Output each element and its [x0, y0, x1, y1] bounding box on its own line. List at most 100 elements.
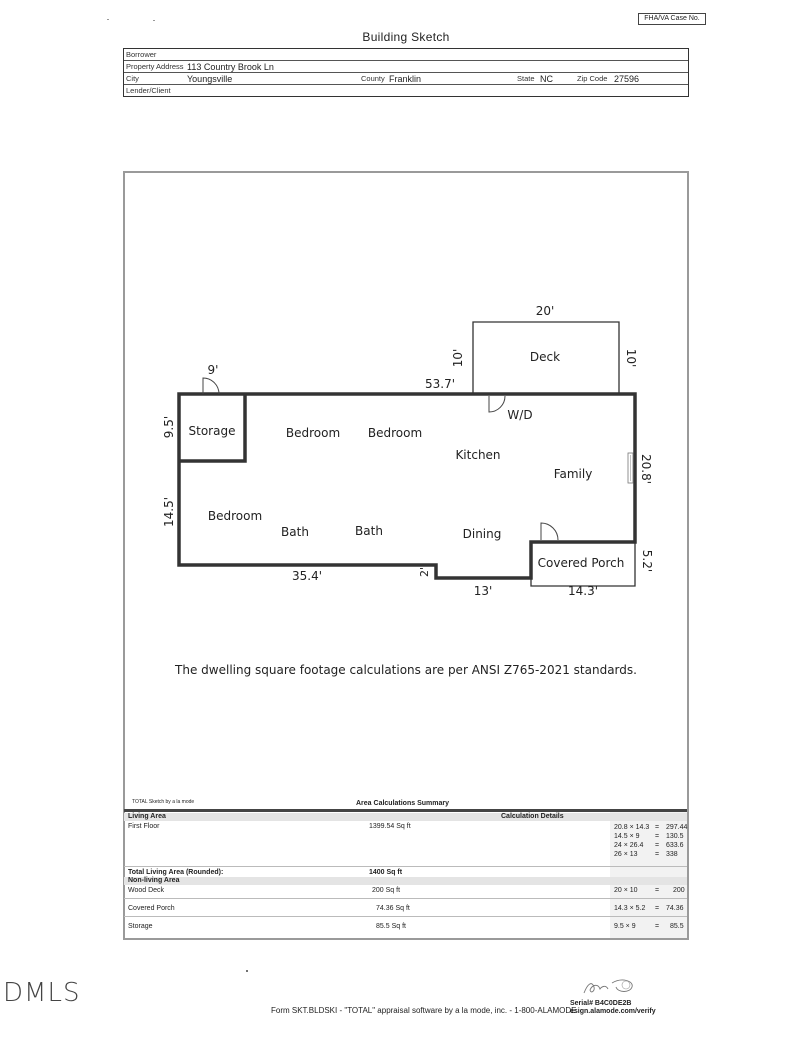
room-bath-1: Bath	[281, 525, 309, 539]
dim-main-top: 53.7'	[425, 377, 455, 391]
verify-url: esign.alamode.com/verify	[570, 1008, 656, 1015]
dim-porch-bottom: 14.3'	[568, 584, 598, 598]
calc-eq: =	[655, 824, 660, 831]
calc-expr: 20.8 × 14.3	[614, 824, 650, 831]
mls-watermark: DMLS	[3, 978, 81, 1008]
county-value: Franklin	[389, 74, 422, 84]
non-living-label: Non-living Area	[128, 877, 180, 884]
calc-details-label: Calculation Details	[501, 813, 564, 820]
wood-deck-label: Wood Deck	[128, 887, 165, 894]
calc-expr: 9.5 × 9	[614, 923, 636, 930]
county-label: County	[361, 74, 385, 83]
calc-value: 200	[673, 887, 685, 894]
dim-porch-right: 5.2'	[640, 550, 654, 572]
calc-value: 85.5	[670, 923, 684, 930]
address-value: 113 Country Brook Ln	[187, 62, 274, 72]
calc-eq: =	[655, 851, 660, 858]
calc-expr: 26 × 13	[614, 851, 638, 858]
room-deck: Deck	[530, 350, 560, 364]
calc-eq: =	[655, 905, 660, 912]
dim-deck-top: 20'	[536, 304, 555, 318]
fha-va-case-box: FHA/VA Case No.	[638, 13, 706, 25]
address-row: Property Address 113 Country Brook Ln	[124, 61, 688, 73]
calc-expr: 20 × 10	[614, 887, 638, 894]
calc-value: 74.36	[666, 905, 684, 912]
dim-storage-top: 9'	[208, 363, 219, 377]
calc-eq: =	[655, 887, 660, 894]
zip-label: Zip Code	[577, 74, 608, 83]
page-title: Building Sketch	[362, 30, 450, 44]
case-label: FHA/VA Case No.	[644, 15, 700, 22]
room-dining: Dining	[463, 527, 502, 541]
calc-eq: =	[655, 842, 660, 849]
covered-porch-area: 74.36 Sq ft	[376, 905, 410, 912]
serial-block: Serial# B4C0DE2B esign.alamode.com/verif…	[570, 1000, 656, 1016]
calc-value: 633.6	[666, 842, 684, 849]
dwelling-outline	[177, 392, 637, 580]
dim-main-left: 14.5'	[162, 497, 176, 527]
form-footer: Form SKT.BLDSKI - "TOTAL" appraisal soft…	[271, 1006, 577, 1015]
room-wd: W/D	[507, 408, 532, 422]
lender-row: Lender/Client	[124, 85, 688, 97]
borrower-row: Borrower	[124, 49, 688, 61]
calc-eq: =	[655, 923, 660, 930]
calc-expr: 14.5 × 9	[614, 833, 640, 840]
storage-area: 85.5 Sq ft	[376, 923, 406, 930]
calc-value: 297.44	[666, 824, 688, 831]
borrower-label: Borrower	[126, 50, 157, 59]
room-family: Family	[554, 467, 593, 481]
room-covered-porch: Covered Porch	[538, 556, 625, 570]
sketch-credit: TOTAL Sketch by a la mode	[132, 799, 195, 805]
calc-expr: 14.3 × 5.2	[614, 905, 646, 912]
porch-outline	[530, 542, 636, 587]
ansi-note: The dwelling square footage calculations…	[175, 663, 637, 677]
calc-value: 338	[666, 851, 678, 858]
summary-title: Area Calculations Summary	[356, 800, 449, 807]
room-bedroom-2: Bedroom	[368, 426, 422, 440]
sketch-frame	[123, 171, 689, 940]
summary-divider	[124, 809, 687, 812]
wd-door-icon	[488, 395, 506, 413]
total-living-value: 1400 Sq ft	[369, 869, 403, 876]
room-bath-2: Bath	[355, 524, 383, 538]
storage-door-icon	[202, 377, 220, 395]
zip-value: 27596	[614, 74, 640, 84]
city-label: City	[126, 74, 139, 83]
deck-outline	[472, 321, 620, 394]
city-row: City Youngsville County Franklin State N…	[124, 73, 688, 85]
living-area-header: Living Area	[124, 813, 687, 821]
dim-bottom-mid: 13'	[474, 584, 493, 598]
storage-walls	[179, 394, 247, 463]
address-label: Property Address	[126, 62, 184, 71]
state-label: State	[517, 74, 535, 83]
subject-info-table: Borrower Property Address 113 Country Br…	[123, 48, 689, 97]
lender-label: Lender/Client	[126, 86, 171, 95]
first-floor-area: 1399.54 Sq ft	[369, 823, 411, 830]
calc-value: 130.5	[666, 833, 684, 840]
first-floor-label: First Floor	[128, 823, 160, 830]
storage-label: Storage	[128, 923, 153, 930]
calc-expr: 24 × 26.4	[614, 842, 644, 849]
covered-porch-label: Covered Porch	[128, 905, 175, 912]
room-storage: Storage	[189, 424, 236, 438]
serial-number: Serial# B4C0DE2B	[570, 1000, 632, 1007]
dim-right-side: 20.8'	[639, 454, 653, 484]
living-area-label: Living Area	[128, 813, 166, 820]
signature-icon	[583, 979, 633, 994]
room-bedroom-1: Bedroom	[286, 426, 340, 440]
room-kitchen: Kitchen	[455, 448, 500, 462]
dim-deck-left: 10'	[451, 349, 465, 368]
total-living-label: Total Living Area (Rounded):	[128, 869, 224, 876]
porch-door-icon	[540, 522, 559, 541]
room-bedroom-3: Bedroom	[208, 509, 262, 523]
dim-storage-left: 9.5'	[162, 416, 176, 438]
dim-bottom-left: 35.4'	[292, 569, 322, 583]
wood-deck-area: 200 Sq ft	[372, 887, 401, 894]
dim-step: 2'	[418, 567, 431, 577]
non-living-header: Non-living Area	[124, 877, 687, 885]
state-value: NC	[540, 74, 553, 84]
city-value: Youngsville	[187, 74, 233, 84]
dim-deck-right: 10'	[624, 349, 638, 368]
calc-eq: =	[655, 833, 660, 840]
